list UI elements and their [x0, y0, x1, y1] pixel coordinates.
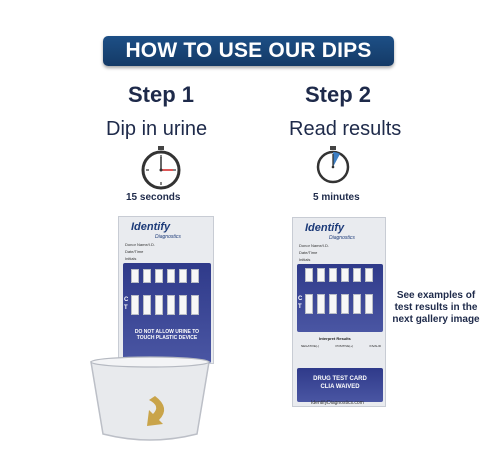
- drug-test-label: DRUG TEST CARD: [313, 376, 367, 382]
- step2-title: Step 2: [305, 82, 372, 107]
- form-field: Initials: [299, 257, 311, 262]
- form-field: Donor Name/I.D.: [125, 242, 156, 247]
- ct-c-label: C: [298, 296, 303, 302]
- clia-label: CLIA WAIVED: [320, 384, 360, 390]
- form-field: Date/Time: [125, 249, 144, 254]
- interpret-heading: Interpret Results: [319, 336, 351, 341]
- urine-cup: [90, 356, 210, 441]
- website-url: IdentifyDiagnostics.com: [311, 400, 364, 406]
- form-field: Donor Name/I.D.: [299, 243, 330, 248]
- step2-time: 5 minutes: [313, 192, 360, 203]
- ct-t-label: T: [124, 305, 128, 311]
- brand-logo: Identify: [131, 221, 171, 233]
- strip-panel: C T: [297, 264, 383, 332]
- stopwatch-icon: [316, 146, 350, 184]
- result-header: NEGATIVE(-): [301, 344, 319, 348]
- result-header: INVALID: [369, 344, 381, 348]
- form-field: Date/Time: [299, 250, 318, 255]
- label-panel: DRUG TEST CARD CLIA WAIVED: [297, 368, 383, 402]
- form-fields: Donor Name/I.D. Date/Time Initials: [125, 241, 155, 262]
- test-card-results: Identify Diagnostics Donor Name/I.D. Dat…: [292, 217, 386, 407]
- brand-sub: Diagnostics: [329, 235, 355, 241]
- step1-subtitle: Dip in urine: [106, 118, 208, 140]
- ct-t-label: T: [298, 304, 302, 310]
- warning-text: DO NOT ALLOW URINE TO TOUCH PLASTIC DEVI…: [134, 329, 200, 341]
- ct-c-label: C: [124, 297, 129, 303]
- gallery-note: See examples of test results in the next…: [392, 290, 480, 325]
- form-field: Initials: [125, 256, 137, 261]
- stopwatch-icon: [141, 146, 181, 190]
- form-fields: Donor Name/I.D. Date/Time Initials: [299, 242, 329, 263]
- title-banner: HOW TO USE OUR DIPS: [103, 36, 394, 66]
- step2-subtitle: Read results: [289, 118, 402, 140]
- strip-panel: C T DO NOT ALLOW URINE TO TOUCH PLASTIC …: [123, 263, 211, 363]
- test-card-dipping: Identify Diagnostics Donor Name/I.D. Dat…: [118, 216, 214, 364]
- step1-time: 15 seconds: [126, 192, 181, 203]
- result-header: POSITIVE(+): [335, 344, 354, 348]
- result-headers: NEGATIVE(-) POSITIVE(+) INVALID: [301, 344, 381, 348]
- dip-arrow-icon: [147, 396, 165, 426]
- step1-title: Step 1: [128, 82, 195, 107]
- brand-sub: Diagnostics: [155, 234, 181, 240]
- brand-logo: Identify: [305, 222, 345, 234]
